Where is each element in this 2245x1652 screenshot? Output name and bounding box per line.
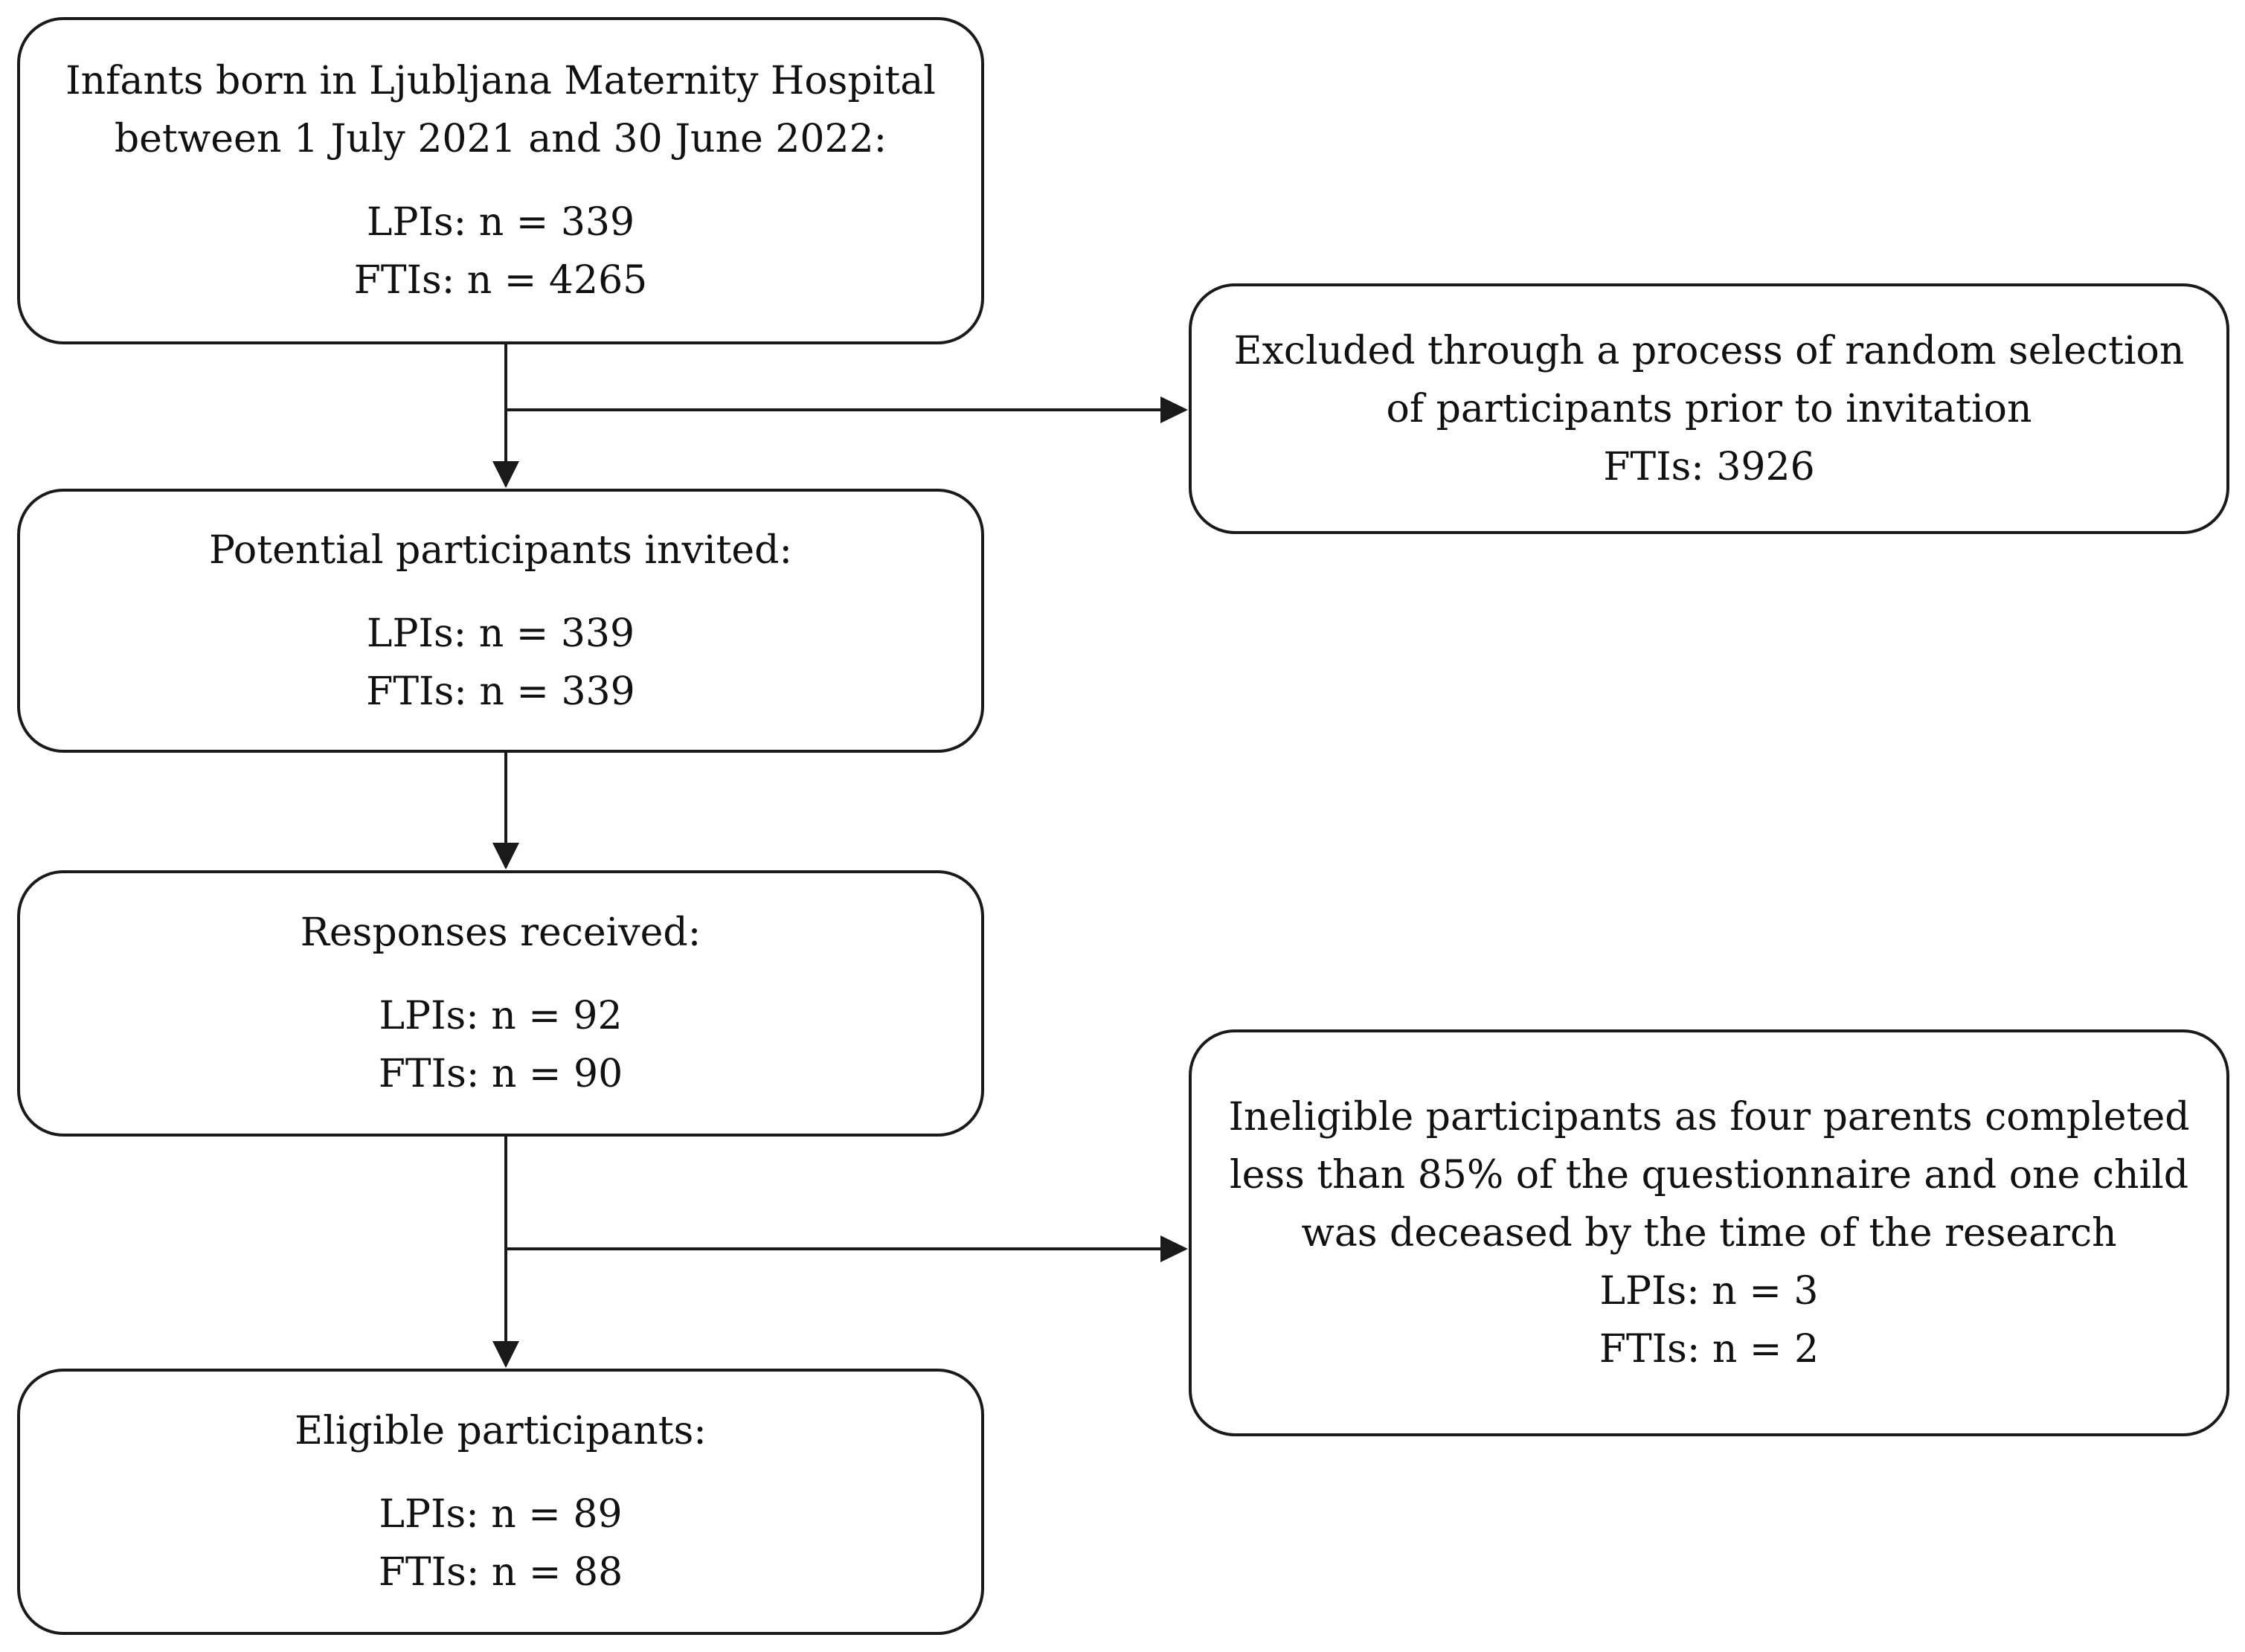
infants-born-heading-line-1: Infants born in Ljubljana Maternity Hosp… <box>65 59 936 103</box>
eligible-lpis: LPIs: n = 89 <box>379 1492 623 1537</box>
ineligible-line-3: was deceased by the time of the research <box>1301 1210 2117 1256</box>
box-potential-participants-invited: Potential participants invited: LPIs: n … <box>17 489 984 753</box>
ineligible-line-2: less than 85% of the questionnaire and o… <box>1229 1152 2188 1198</box>
ineligible-line-1: Ineligible participants as four parents … <box>1228 1094 2190 1140</box>
arrowhead-invited <box>492 461 519 488</box>
box-ineligible-participants: Ineligible participants as four parents … <box>1189 1029 2229 1436</box>
box-excluded-random-selection: Excluded through a process of random sel… <box>1189 283 2229 534</box>
invited-heading: Potential participants invited: <box>209 527 792 573</box>
arrowhead-excluded <box>1160 396 1188 423</box>
ineligible-lpis: LPIs: n = 3 <box>1599 1268 1819 1314</box>
ineligible-ftis: FTIs: n = 2 <box>1599 1326 1820 1372</box>
box-eligible-participants: Eligible participants: LPIs: n = 89 FTIs… <box>17 1369 984 1635</box>
excluded-line-2: of participants prior to invitation <box>1386 386 2032 431</box>
infants-born-lpis: LPIs: n = 339 <box>366 200 635 245</box>
arrowhead-eligible <box>492 1341 519 1368</box>
arrowhead-ineligible <box>1160 1235 1188 1262</box>
eligible-heading: Eligible participants: <box>295 1409 707 1453</box>
responses-lpis: LPIs: n = 92 <box>379 994 623 1038</box>
infants-born-heading-line-2: between 1 July 2021 and 30 June 2022: <box>114 117 887 161</box>
excluded-ftis: FTIs: 3926 <box>1603 444 1815 489</box>
eligible-ftis: FTIs: n = 88 <box>378 1550 623 1595</box>
box-infants-born: Infants born in Ljubljana Maternity Hosp… <box>17 17 984 344</box>
box-responses-received: Responses received: LPIs: n = 92 FTIs: n… <box>17 870 984 1137</box>
responses-heading: Responses received: <box>300 910 701 955</box>
invited-ftis: FTIs: n = 339 <box>366 669 635 714</box>
infants-born-ftis: FTIs: n = 4265 <box>353 258 648 303</box>
excluded-line-1: Excluded through a process of random sel… <box>1233 328 2185 373</box>
arrowhead-responses <box>492 843 519 870</box>
responses-ftis: FTIs: n = 90 <box>378 1052 623 1096</box>
invited-lpis: LPIs: n = 339 <box>366 611 635 656</box>
